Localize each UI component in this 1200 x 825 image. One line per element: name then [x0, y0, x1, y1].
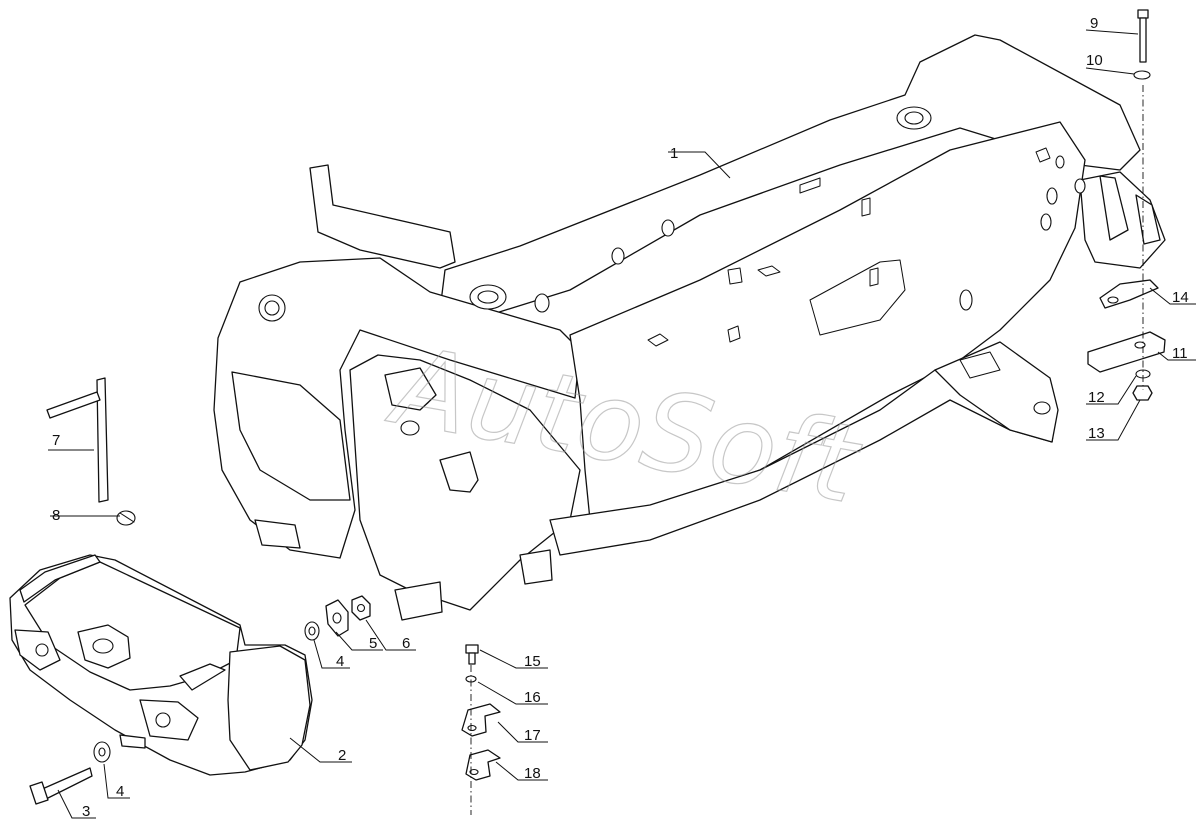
callout-1: 1	[670, 145, 678, 162]
washer-part-10	[1133, 70, 1151, 80]
callout-9: 9	[1090, 15, 1098, 32]
callout-4-upper: 4	[336, 653, 344, 670]
washer-part-4	[93, 621, 320, 763]
counterweight-part	[9, 554, 313, 776]
plate-part-11	[1087, 331, 1166, 373]
callout-15: 15	[524, 653, 541, 670]
callout-8: 8	[52, 507, 60, 524]
pin-part-7	[46, 377, 109, 503]
bracket-part-17	[461, 703, 501, 737]
nut-part-6	[351, 595, 371, 621]
bracket-part-18	[465, 749, 501, 781]
callout-7: 7	[52, 432, 60, 449]
callout-12: 12	[1088, 389, 1105, 406]
callout-16: 16	[524, 689, 541, 706]
callout-3: 3	[82, 803, 90, 820]
bolt-part-15	[465, 644, 479, 665]
callout-11: 11	[1172, 345, 1188, 362]
bolt-part-3	[29, 767, 93, 805]
main-frame-part	[213, 34, 1166, 621]
clip-part-8	[116, 510, 136, 526]
nut-part-13	[1132, 385, 1153, 401]
callout-6: 6	[402, 635, 410, 652]
callout-labels: 1 2 3 4 4 5 6 7 8 9 10 11 12 13 14 15 16…	[52, 15, 1189, 820]
callout-5: 5	[369, 635, 377, 652]
callout-4-lower: 4	[116, 783, 124, 800]
callout-14: 14	[1172, 289, 1189, 306]
bolt-part-9	[1137, 9, 1149, 63]
callout-10: 10	[1086, 52, 1103, 69]
bracket-part-14	[1099, 279, 1159, 309]
callout-13: 13	[1088, 425, 1105, 442]
lock-plate-part-5	[325, 599, 349, 637]
callout-2: 2	[338, 747, 346, 764]
leader-lines	[48, 29, 1196, 819]
callout-18: 18	[524, 765, 541, 782]
callout-17: 17	[524, 727, 541, 744]
